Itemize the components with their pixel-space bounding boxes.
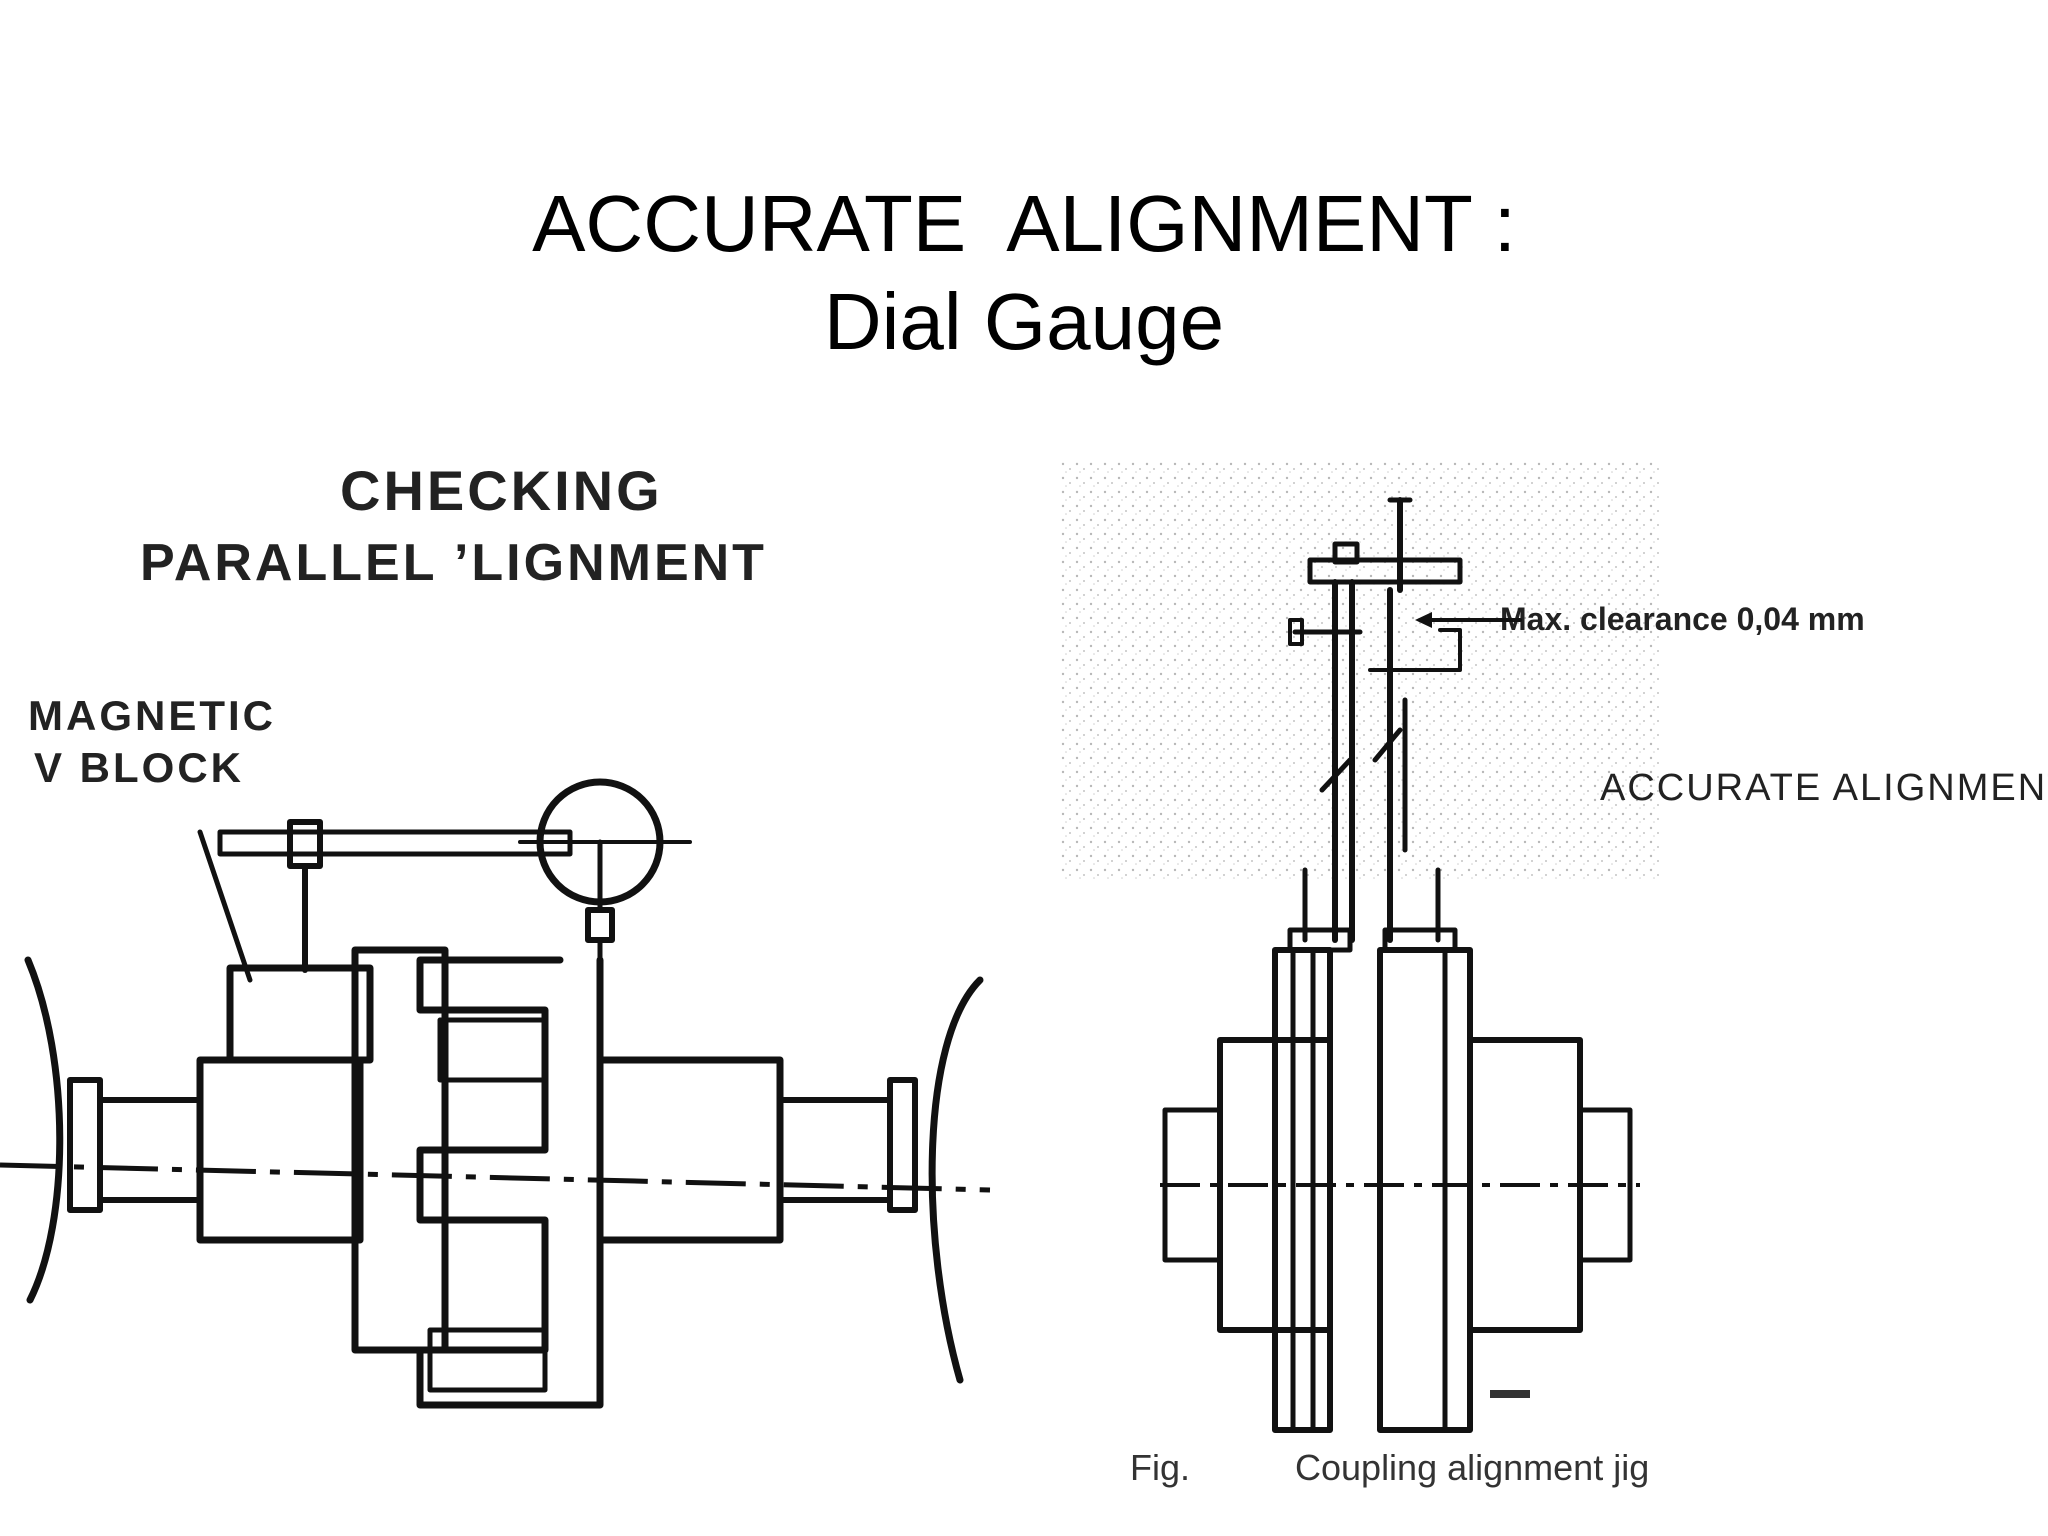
slide-title-line-1: ACCURATE ALIGNMENT : <box>532 179 1516 268</box>
right-flange <box>416 956 604 1409</box>
right-hub <box>596 1056 784 1244</box>
clearance-arrowhead <box>1415 612 1432 628</box>
jig-top-screw-1 <box>1332 541 1360 565</box>
indicator-bar <box>217 829 573 857</box>
bar-clamp <box>287 819 323 869</box>
coupling-jig-drawing: Max. clearance 0,04 mm ACCURATE ALIGNMEN… <box>1060 460 2048 1488</box>
right-shaft-end <box>928 976 984 1384</box>
left-shaft <box>97 1097 203 1203</box>
figure-caption: Coupling alignment jig <box>1295 1447 1649 1488</box>
jig-arm-mark-1 <box>1319 757 1353 793</box>
drawing-code-mark <box>1490 1390 1530 1398</box>
jig-left-flange <box>1272 947 1333 1433</box>
jig-top-bar <box>1307 557 1463 585</box>
checking-heading: CHECKING <box>340 460 663 522</box>
figure-prefix: Fig. <box>1130 1447 1190 1488</box>
dial-gauge-stem <box>585 907 615 943</box>
left-shaft-end <box>24 956 64 1304</box>
magnetic-callout: MAGNETIC <box>28 692 276 739</box>
scan-noise <box>1060 460 1660 880</box>
callout-leader <box>197 829 253 983</box>
parallel-alignment-figure: CHECKING PARALLEL ’LIGNMENT MAGNETIC V B… <box>0 459 1000 1420</box>
jig-arm-mark-2 <box>1372 727 1403 763</box>
jig-right-flange-inner <box>1442 947 1473 1433</box>
accurate-alignment-label: ACCURATE ALIGNMENT. <box>1600 767 2048 809</box>
jig-drawing <box>1160 497 1640 1433</box>
parallel-alignment-heading: PARALLEL ’LIGNMENT <box>140 534 767 592</box>
coupling-pad-bottom <box>427 1327 548 1393</box>
jig-left-flange-inner <box>1290 947 1316 1433</box>
v-block-callout: V BLOCK <box>34 744 244 791</box>
slide-subtitle: Dial Gauge <box>823 277 1225 366</box>
slide-title: ACCURATE ALIGNMENT : Dial Gauge <box>0 175 2048 371</box>
shaft-center-line <box>0 1162 991 1193</box>
right-shaft-collar <box>887 1077 918 1213</box>
coupling-jig-figure: Max. clearance 0,04 mm ACCURATE ALIGNMEN… <box>1060 460 2048 1500</box>
left-hub <box>196 1056 364 1244</box>
clearance-bracket <box>1368 628 1462 672</box>
jig-side-screw-head <box>1288 618 1304 646</box>
clearance-label: Max. clearance 0,04 mm <box>1500 601 1865 637</box>
left-shaft-collar <box>67 1077 103 1213</box>
jig-right-flange <box>1377 947 1473 1433</box>
coupling-pad-top <box>437 1017 548 1083</box>
magnetic-v-block <box>226 964 374 1064</box>
coupling-drawing <box>0 778 991 1409</box>
parallel-alignment-drawing: CHECKING PARALLEL ’LIGNMENT MAGNETIC V B… <box>0 459 991 1409</box>
